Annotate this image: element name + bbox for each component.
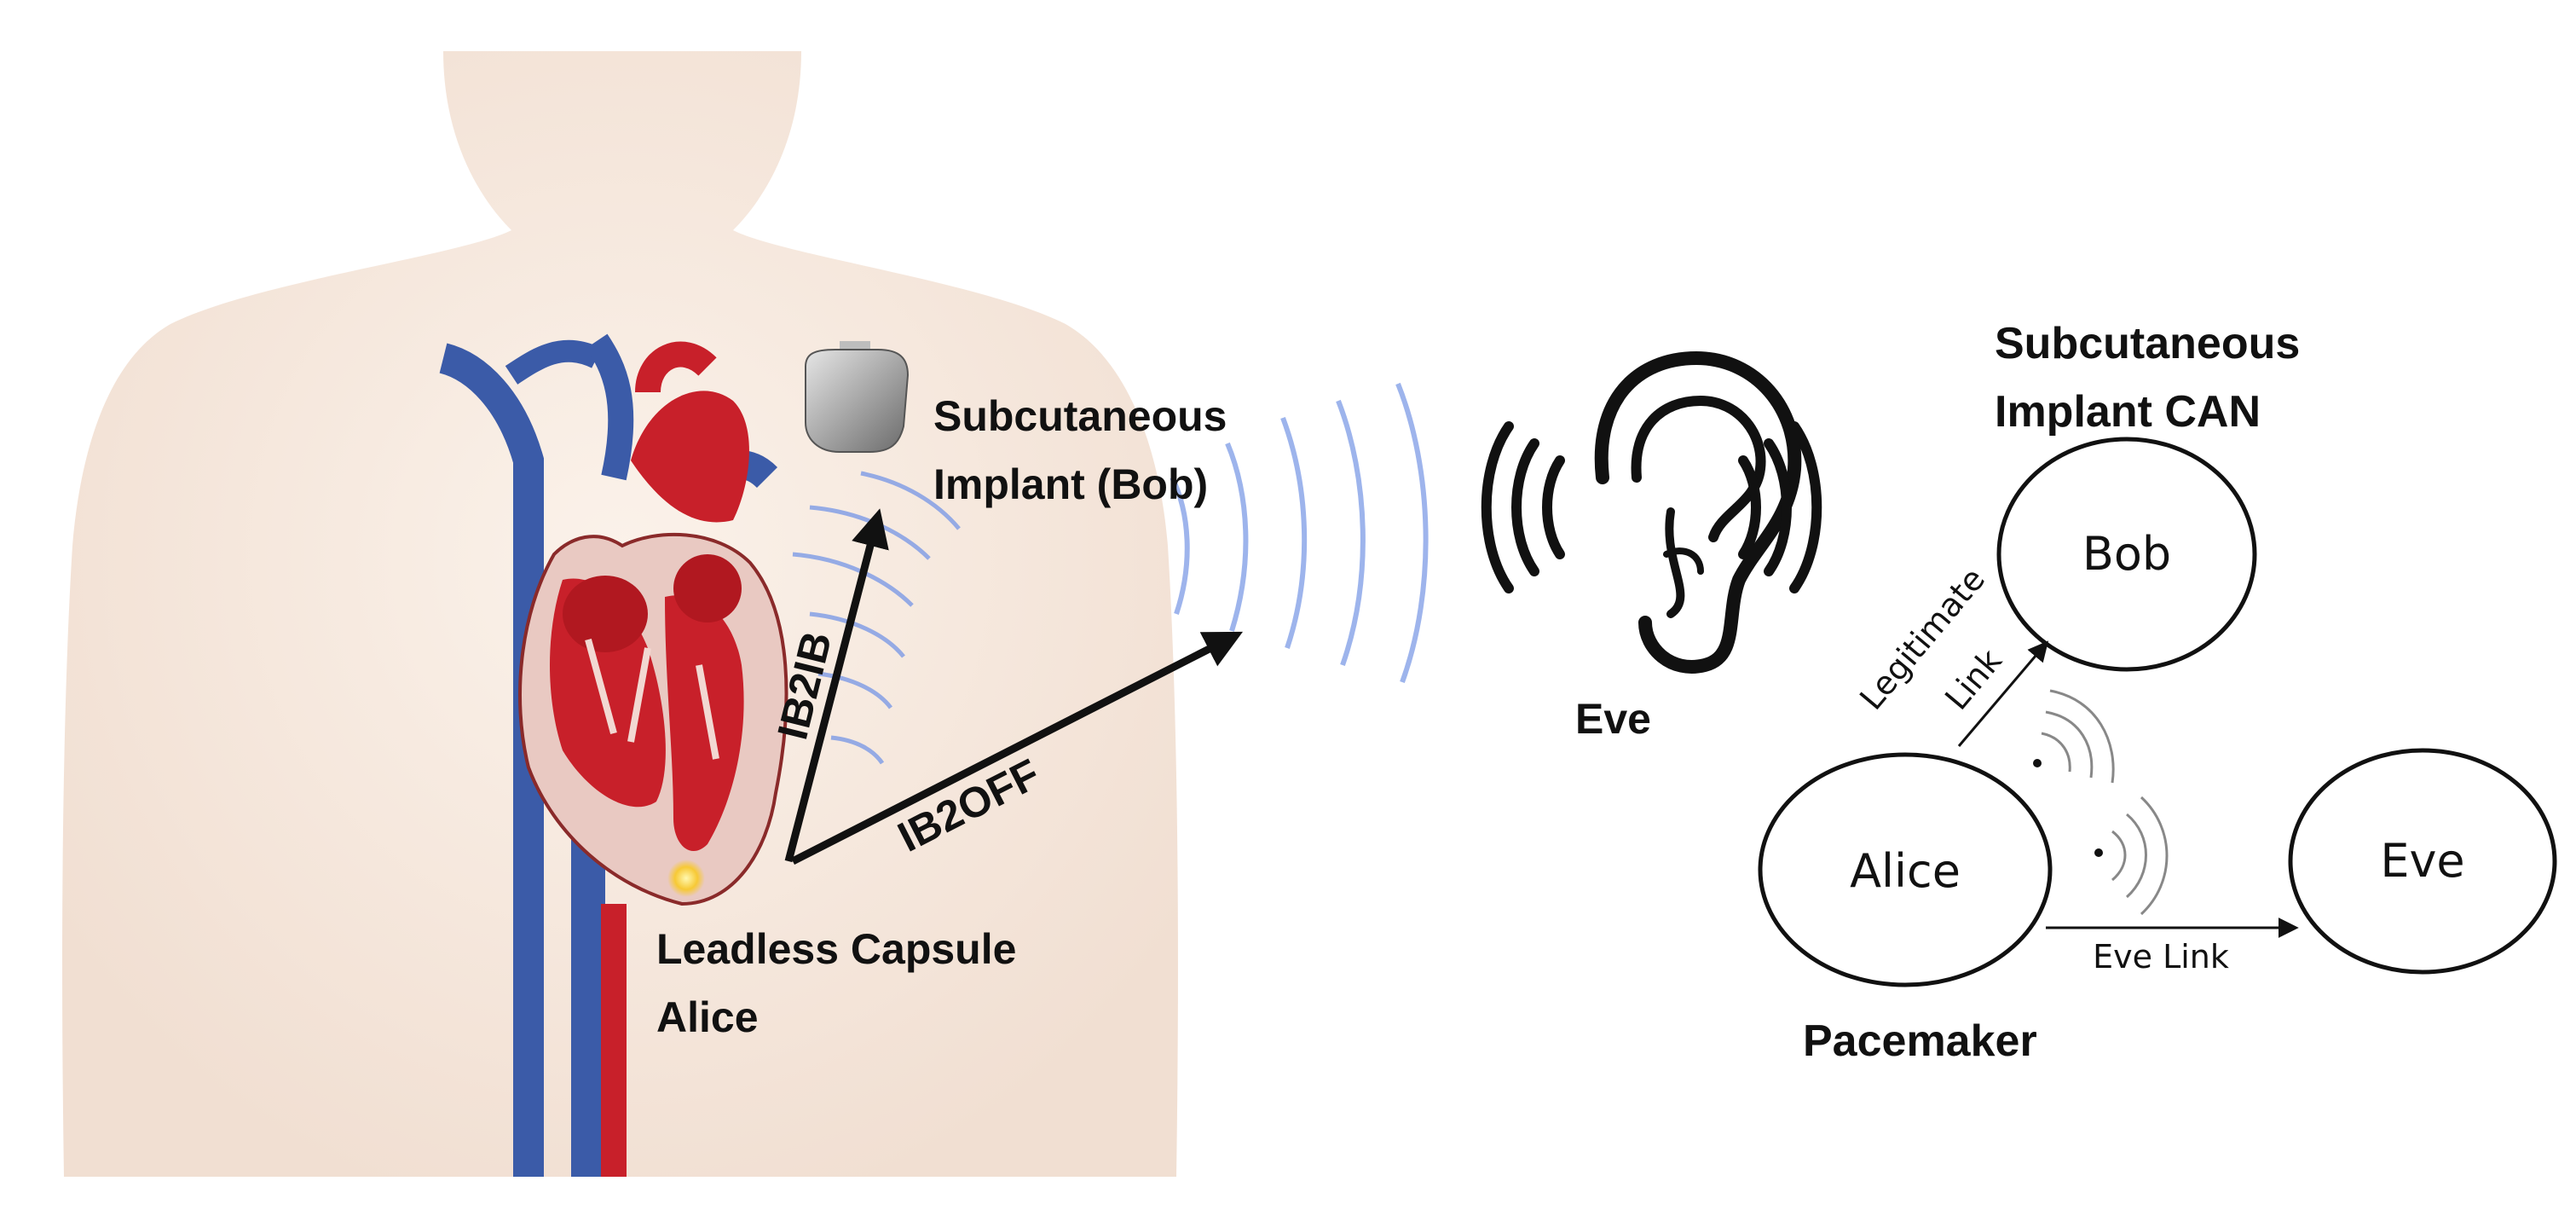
implant-label-line2: Implant (Bob) [933, 460, 1208, 508]
eve-link-label: Eve Link [2093, 938, 2229, 976]
leadless-capsule-icon [667, 860, 705, 897]
alice-caption: Pacemaker [1803, 1016, 2037, 1066]
ib2off-arrow [790, 631, 1244, 866]
eve-ear-label: Eve [1575, 695, 1651, 743]
ib2ib-arrow [784, 508, 889, 863]
ib2off-signal-waves [1170, 382, 1429, 684]
implant-label-line1: Subcutaneous [933, 392, 1227, 440]
node-bob-label: Bob [2082, 527, 2171, 581]
node-alice [1758, 752, 2053, 987]
node-eve-label: Eve [2380, 834, 2464, 888]
implant-can-icon [805, 341, 910, 453]
capsule-label-line2: Alice [656, 993, 759, 1041]
wireless-signal-icon [2033, 689, 2115, 784]
legitimate-link-arrow [1957, 640, 2049, 747]
capsule-label-line1: Leadless Capsule [656, 925, 1016, 973]
schematic-title-line1: Subcutaneous [1995, 319, 2300, 368]
sound-waves-left-icon [1481, 421, 1565, 593]
node-alice-label: Alice [1850, 844, 1961, 898]
legitimate-link-label-line2: Link [1938, 642, 2009, 717]
node-bob [1996, 437, 2257, 672]
great-vessels [438, 333, 778, 1177]
wireless-signal-icon [2094, 796, 2169, 916]
node-eve [2288, 748, 2557, 975]
sound-waves-right-icon [1738, 421, 1822, 593]
heart-illustration [518, 391, 788, 906]
schematic-title-line2: Implant CAN [1995, 387, 2261, 437]
ear-icon [1594, 350, 1802, 674]
